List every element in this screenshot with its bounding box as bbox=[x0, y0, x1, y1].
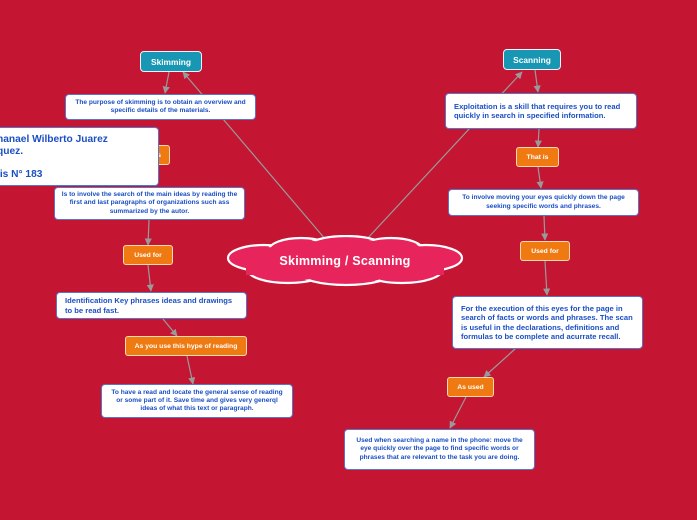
scanning-used-for-node[interactable]: For the execution of this eyes for the p… bbox=[452, 296, 643, 349]
skimming-as-you-use-node[interactable]: To have a read and locate the general se… bbox=[101, 384, 293, 418]
author-list-number: lis N° 183 bbox=[0, 168, 43, 180]
skimming-as-you-use-connector[interactable]: As you use this hype of reading bbox=[125, 336, 247, 356]
skimming-used-for-node[interactable]: Identification Key phrases ideas and dra… bbox=[56, 292, 247, 319]
scanning-as-used-connector[interactable]: As used bbox=[447, 377, 494, 397]
skimming-purpose-node[interactable]: The purpose of skimming is to obtain an … bbox=[65, 94, 256, 120]
author-name-line2: quez. bbox=[0, 146, 24, 158]
skimming-used-for-connector[interactable]: Used for bbox=[123, 245, 173, 265]
scanning-as-used-node[interactable]: Used when searching a name in the phone:… bbox=[344, 429, 535, 470]
scanning-that-is-node[interactable]: To involve moving your eyes quickly down… bbox=[448, 189, 639, 216]
scanning-that-is-connector[interactable]: That is bbox=[516, 147, 559, 167]
scanning-used-for-connector[interactable]: Used for bbox=[520, 241, 570, 261]
skimming-involve-node[interactable]: Is to involve the search of the main ide… bbox=[54, 187, 245, 220]
scanning-definition-node[interactable]: Exploitation is a skill that requires yo… bbox=[445, 93, 637, 129]
central-topic-cloud bbox=[226, 235, 464, 287]
skimming-topic[interactable]: Skimming bbox=[140, 51, 202, 72]
central-topic-label[interactable]: Skimming / Scanning bbox=[279, 254, 411, 268]
author-info-box: nanael Wilberto Juarez quez. lis N° 183 bbox=[0, 127, 159, 186]
author-name-line1: nanael Wilberto Juarez bbox=[0, 134, 108, 145]
scanning-topic[interactable]: Scanning bbox=[503, 49, 561, 70]
